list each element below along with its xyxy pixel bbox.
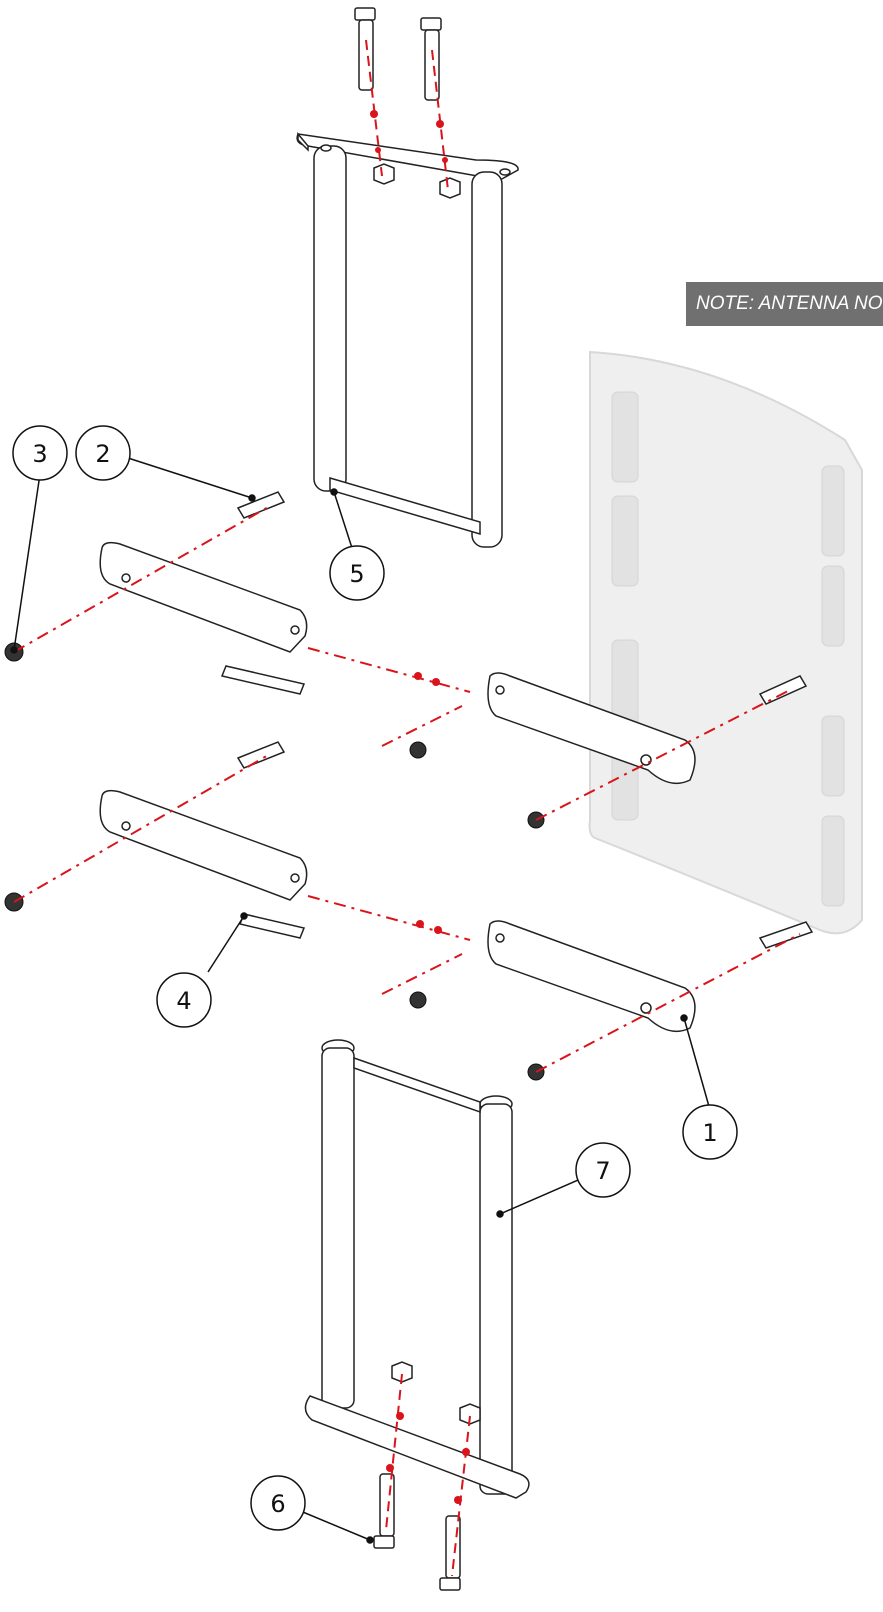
lower-right-clamp <box>487 920 696 1033</box>
lower-left-clamp <box>99 789 308 901</box>
lower-bracket-frame <box>304 1039 530 1499</box>
antenna-panel-ghost <box>588 350 863 935</box>
antenna-note-banner: NOTE: ANTENNA NOT INCLUDED <box>686 282 883 326</box>
upper-left-clamp <box>99 541 308 653</box>
callout-4: 4 <box>156 972 212 1028</box>
callout-4-number: 4 <box>176 987 191 1015</box>
callout-3: 3 <box>12 425 68 481</box>
upper-bracket-frame <box>296 131 519 548</box>
callout-7-number: 7 <box>595 1157 610 1185</box>
top-bolt-axis-lines <box>365 39 449 191</box>
assembly-axis-lines <box>13 505 801 1073</box>
callout-7: 7 <box>575 1142 631 1198</box>
callout-5: 5 <box>329 545 385 601</box>
axis-dots <box>414 672 442 934</box>
callout-1-number: 1 <box>702 1119 717 1147</box>
clamp-bolts-and-nuts <box>220 491 814 949</box>
bottom-bolt-axis-lines <box>385 1373 471 1577</box>
callout-2-number: 2 <box>95 440 110 468</box>
callout-6-number: 6 <box>270 1490 285 1518</box>
antenna-note-text: NOTE: ANTENNA NOT INCLUDED <box>696 293 883 314</box>
callout-6: 6 <box>250 1475 306 1531</box>
callout-5-number: 5 <box>349 560 364 588</box>
leader-lines <box>10 457 711 1544</box>
upper-right-clamp <box>487 672 696 785</box>
callout-1: 1 <box>682 1104 738 1160</box>
callout-3-number: 3 <box>32 440 47 468</box>
callout-2: 2 <box>75 425 131 481</box>
